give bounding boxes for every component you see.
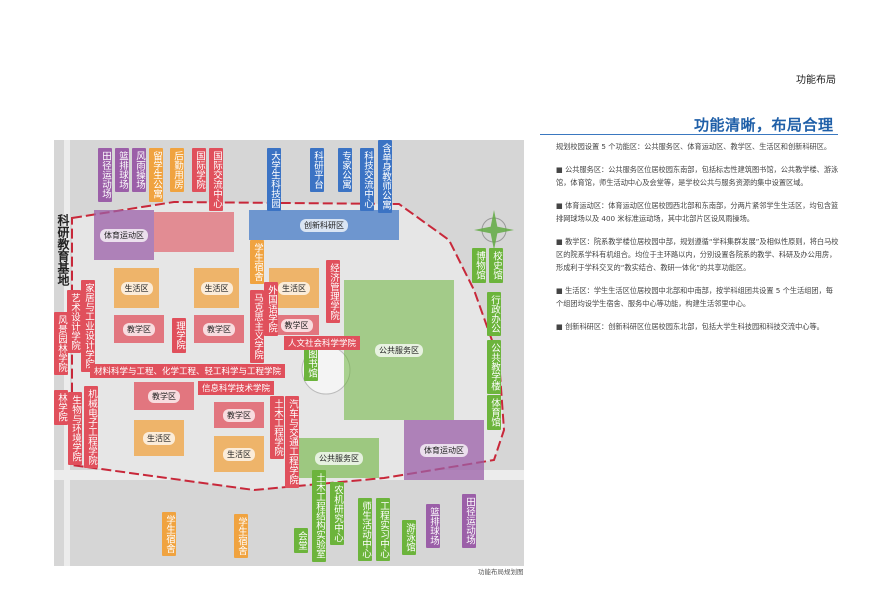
label-tech-exchange-center: 科技交流中心 [360, 148, 374, 211]
label-structure-lab: 土木工程结构实验室 [312, 470, 326, 562]
map-caption: 功能布局规划图 [478, 568, 524, 576]
layout-map: 体育运动区 创新科研区 生活区 生活区 生活区 教学区 教学区 教学区 教学区 … [54, 140, 524, 566]
label-science-college: 理学院 [172, 318, 186, 353]
label-public-teaching-bldg: 公共教学楼 [487, 340, 501, 394]
label-science-park: 大学生科技园 [267, 148, 281, 211]
label-dorm-bottom-2: 学生宿舍 [234, 514, 248, 558]
label-forestry-college: 林学院 [54, 390, 68, 425]
zone-living-2: 生活区 [194, 268, 239, 308]
label-museum: 博物馆 [472, 248, 486, 283]
label-mechatronics-college: 机械电子工程学院 [84, 386, 98, 468]
label-activity-center: 师生活动中心 [358, 498, 372, 561]
zone-teaching-4: 教学区 [134, 382, 194, 410]
side-label-research-base: 科研教育基地 [56, 214, 70, 286]
zone-teaching-1: 教学区 [114, 315, 164, 343]
label-logistics: 后勤用房 [170, 148, 184, 192]
zone-teaching-2: 教学区 [194, 315, 244, 343]
label-dorm-bottom-1: 学生宿舍 [162, 512, 176, 556]
label-gymnasium: 体育馆 [487, 395, 501, 430]
description-column: 规划校园设置 5 个功能区：公共服务区、体育运动区、教学区、生活区和创新科研区。… [556, 140, 839, 343]
zone-teaching-5: 教学区 [214, 402, 264, 428]
label-marxism-college: 马克思主义学院 [250, 290, 264, 363]
paragraph-innovation: ■ 创新科研区：创新科研区位居校园东北部，包括大学生科技园和科技交流中心等。 [556, 322, 824, 331]
label-school-history-hall: 校史馆 [489, 248, 503, 283]
label-materials-college: 材料科学与工程、化学工程、轻工科学与工程学院 [90, 364, 286, 378]
label-humanities-college: 人文社会科学学院 [284, 336, 361, 350]
label-agri-machinery-center: 农机研究中心 [330, 482, 344, 545]
paragraph-living: ■ 生活区：学生生活区位居校园中北部和中南部，按学科组团共设置 5 个生活组团，… [556, 286, 833, 308]
label-gymnasium-wind-rain: 风雨操场 [132, 148, 146, 192]
label-dorm-mid: 学生宿舍 [250, 240, 264, 284]
label-intl-college: 国际学院 [192, 148, 206, 192]
label-swimming-pool: 游泳馆 [402, 520, 416, 555]
compass-star [474, 210, 514, 250]
zone-living-5: 生活区 [214, 436, 264, 472]
heading-rule [540, 134, 838, 135]
label-expert-apartment: 专家公寓 [338, 148, 352, 192]
zone-living-1: 生活区 [114, 268, 159, 308]
label-civil-eng-college: 土木工程学院 [270, 396, 284, 459]
zone-sport-se: 体育运动区 [404, 420, 484, 480]
label-research-platform: 科研平台 [310, 148, 324, 192]
label-library: 图书馆 [304, 346, 318, 381]
zone-teaching-nw [154, 212, 234, 252]
label-auditorium: 会堂 [294, 528, 308, 553]
zone-public-1: 公共服务区 [344, 280, 454, 420]
label-basketball-courts-se: 篮排球场 [426, 504, 440, 548]
paragraph-teaching: ■ 教学区：院系教学楼位居校园中部，规划遵循“学科集群发展”及相似性原则，将白马… [556, 237, 839, 272]
label-admin-office: 行政办公 [487, 292, 501, 336]
zone-public-2: 公共服务区 [299, 438, 379, 478]
label-intl-student-apartment: 留学生公寓 [149, 148, 163, 202]
page-title: 功能布局 [796, 75, 836, 86]
label-track-field-nw: 田径运动场 [98, 148, 112, 202]
paragraph-overview: 规划校园设置 5 个功能区：公共服务区、体育运动区、教学区、生活区和创新科研区。 [556, 142, 832, 151]
label-single-teacher-apartment: 含单身教师公寓 [378, 140, 392, 213]
zone-teaching-3: 教学区 [274, 315, 319, 335]
label-practice-center: 工程实习中心 [376, 498, 390, 561]
label-basketball-courts-nw: 篮排球场 [115, 148, 129, 192]
zone-sport-nw: 体育运动区 [94, 210, 154, 260]
paragraph-sport: ■ 体育运动区：体育运动区位居校园西北部和东南部，分两片紧邻学生生活区，均包含篮… [556, 201, 839, 223]
label-furniture-design-college: 家居与工业设计学院 [81, 280, 95, 372]
zone-innovation: 创新科研区 [249, 210, 399, 240]
label-info-science-college: 信息科学技术学院 [198, 381, 275, 395]
zone-living-4: 生活区 [134, 420, 184, 456]
section-heading: 功能清晰，布局合理 [694, 116, 834, 134]
label-track-field-se: 田径运动场 [462, 494, 476, 548]
label-economics-college: 经济管理学院 [326, 260, 340, 323]
paragraph-public: ■ 公共服务区：公共服务区位居校园东南部，包括标志性建筑图书馆，公共教学楼、游泳… [556, 165, 839, 187]
label-auto-transport-college: 汽车与交通工程学院 [285, 396, 299, 488]
label-bio-env-college: 生物与环境学院 [68, 392, 82, 465]
label-landscape-college: 风景园林学院 [54, 312, 68, 375]
label-foreign-lang-college: 外国语学院 [264, 282, 278, 336]
label-intl-exchange-center: 国际交流中心 [209, 148, 223, 211]
label-art-design-college: 艺术设计学院 [67, 290, 81, 353]
